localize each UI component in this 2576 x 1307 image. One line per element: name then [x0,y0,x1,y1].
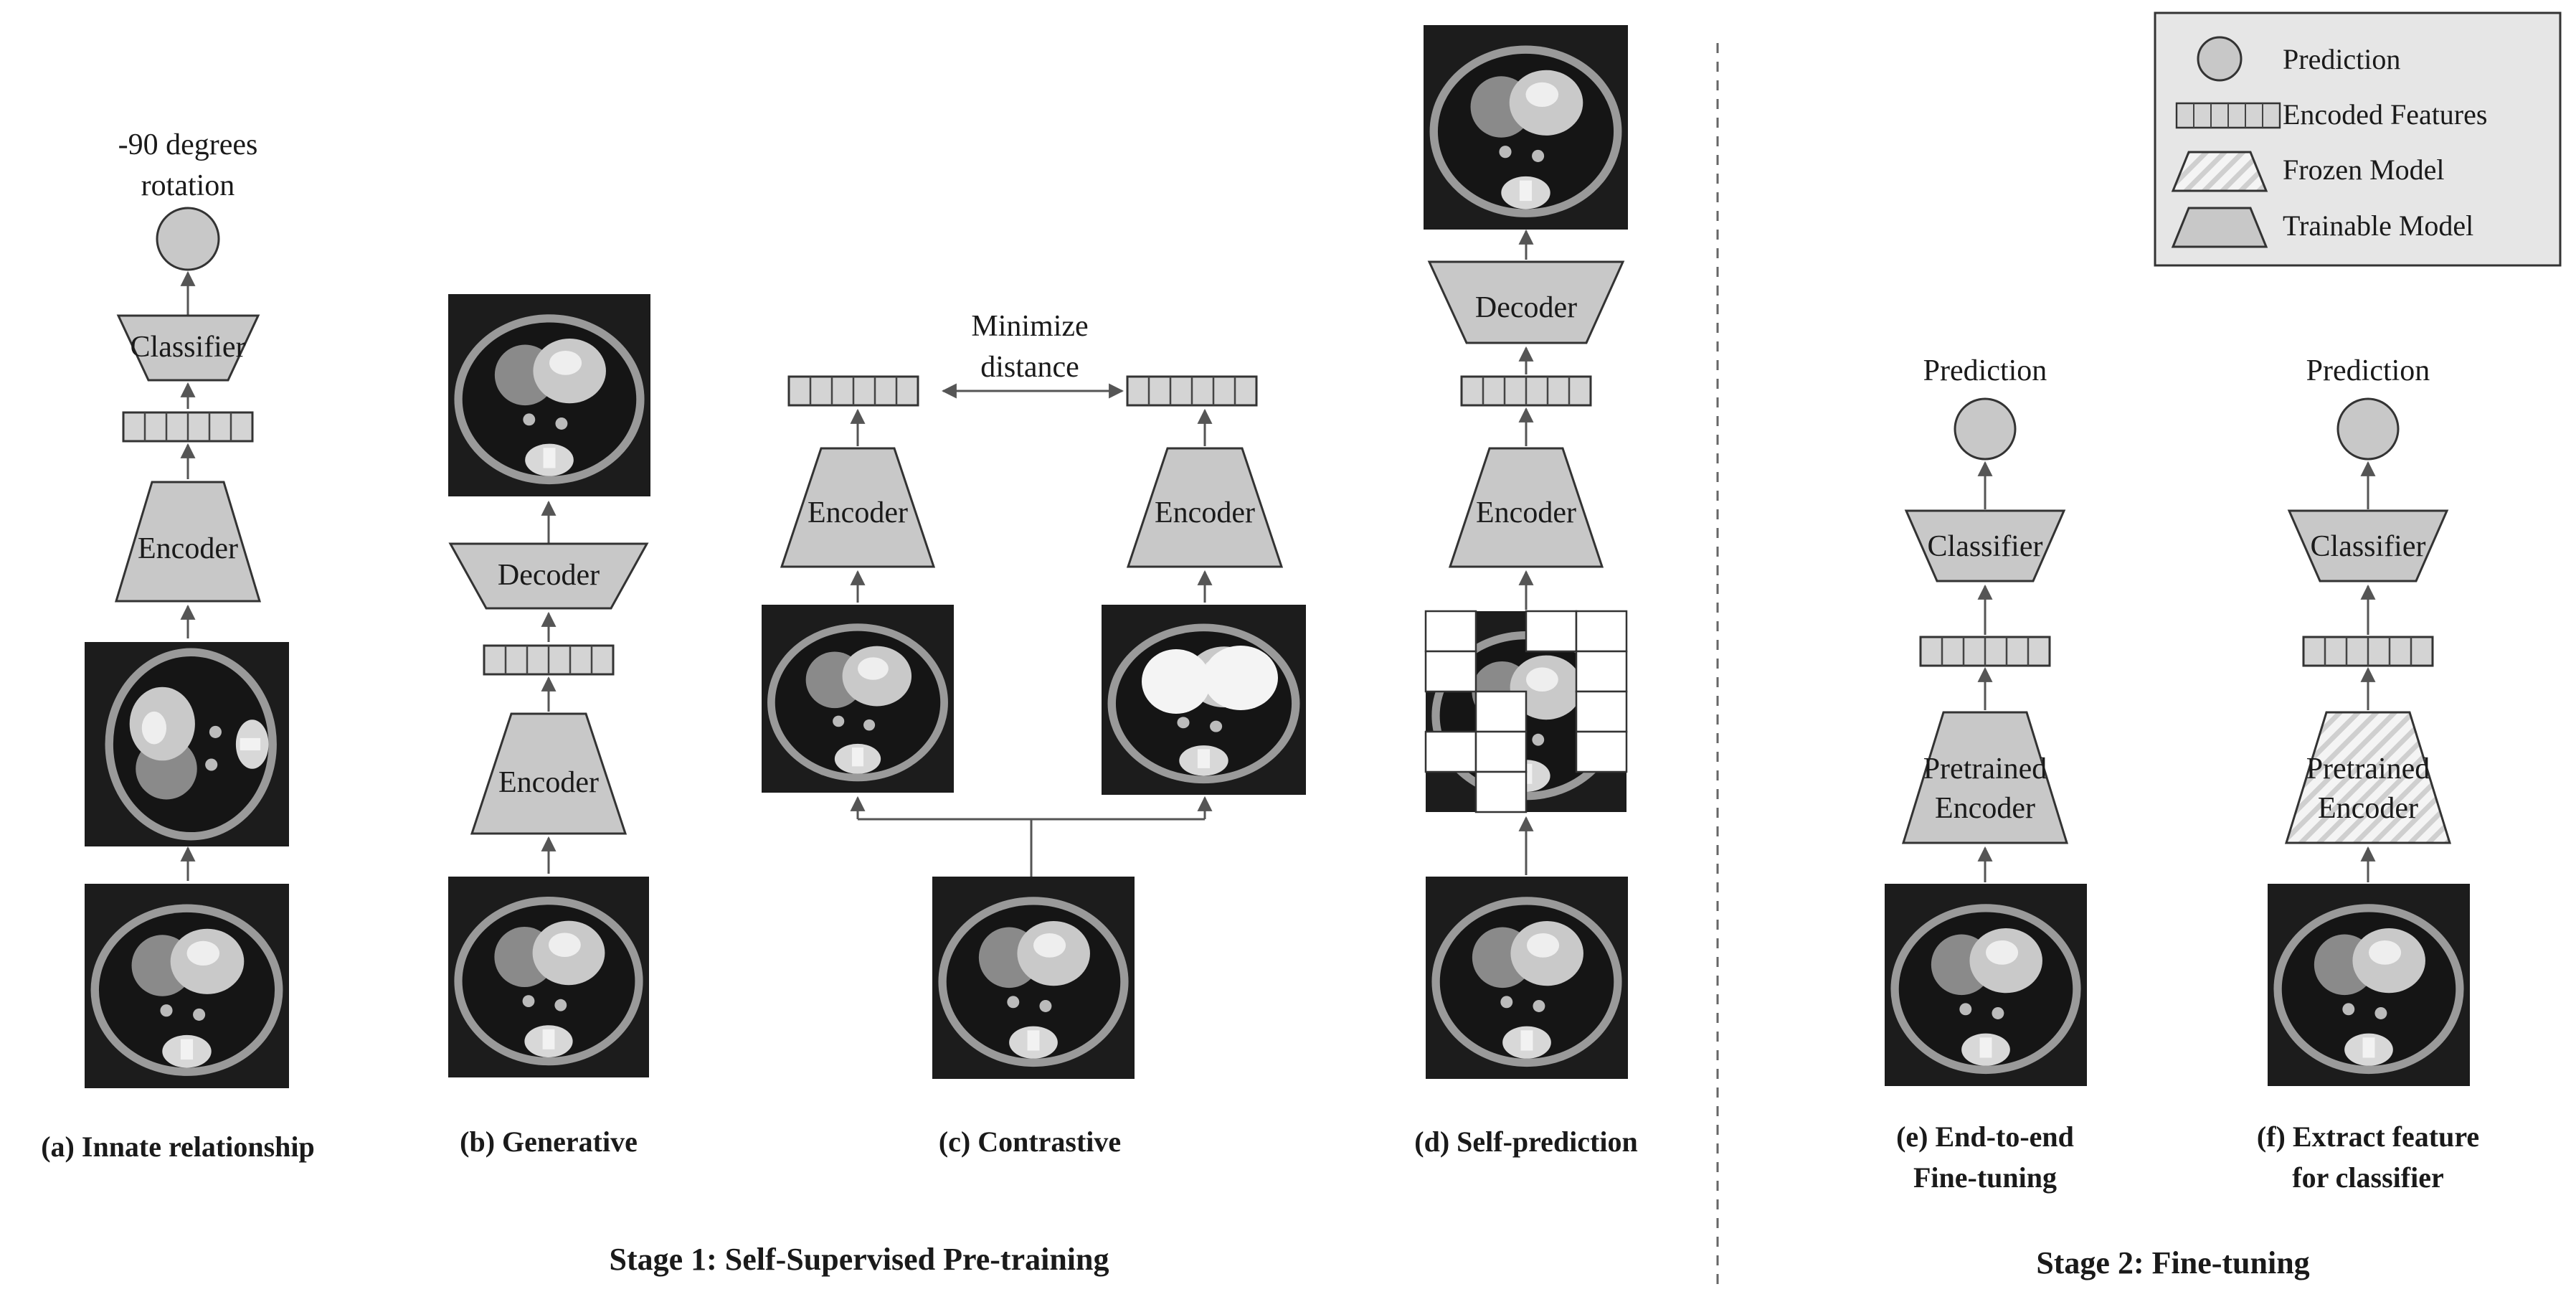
legend: Prediction Encoded Features Frozen Model… [2154,11,2562,267]
ct-image-input-c [932,877,1135,1079]
encoded-features-a [122,411,254,443]
encoder-a-label: Encoder [138,532,238,565]
ct-image-rotated [85,642,290,846]
classifier-e-label: Classifier [1928,530,2043,563]
pretrained-e-line1: Pretrained [1923,752,2047,785]
encoded-features-d [1460,375,1592,407]
minimize-label-line2: distance [980,351,1079,384]
ct-image-output-b [448,294,650,496]
encoder-b [470,712,628,835]
stage2-title: Stage 2: Fine-tuning [2036,1245,2309,1280]
classifier-f-label: Classifier [2311,530,2426,563]
classifier-e [1904,509,2066,582]
caption-a: (a) Innate relationship [41,1131,315,1163]
classifier-a [116,314,260,382]
panel-d: Decoder Encoder (d) Self-pr [1414,25,1638,1158]
caption-b: (b) Generative [460,1126,638,1158]
decoder-b-label: Decoder [498,559,600,592]
panel-f: Prediction Classifier Pretrained Encoder… [2257,354,2479,1194]
encoder-a [114,481,262,603]
ct-image-reconstructed [1424,25,1628,230]
prediction-circle-a [156,207,220,271]
encoded-features-b [483,644,615,676]
pretrained-f-line2: Encoder [2318,792,2418,825]
encoder-d [1448,447,1604,568]
encoder-c-left [780,447,936,568]
ct-image-input-d [1426,877,1628,1079]
stage1-title: Stage 1: Self-Supervised Pre-training [609,1242,1109,1277]
panel-a: -90 degrees rotation Classifier Encoder … [41,128,315,1163]
panel-b: Decoder Encoder (b) Generative [448,294,650,1158]
caption-d: (d) Self-prediction [1414,1126,1637,1158]
caption-e-line2: Fine-tuning [1913,1161,2057,1194]
pretrained-f-line1: Pretrained [2306,752,2430,785]
prediction-e-label: Prediction [1923,354,2047,387]
decoder-b [448,542,649,610]
caption-e-line1: (e) End-to-end [1896,1120,2074,1153]
prediction-circle-e [1954,397,2017,461]
rotation-label-line2: rotation [141,169,235,202]
classifier-a-label: Classifier [131,331,246,364]
minimize-label-line1: Minimize [971,310,1088,343]
circle-icon [2197,36,2243,82]
encoder-d-label: Encoder [1476,496,1576,529]
ct-image-input-b [448,877,649,1077]
legend-item-encoded-features: Encoded Features [2283,98,2487,131]
encoded-features-c-left [787,375,919,407]
classifier-f [2287,509,2449,582]
legend-item-frozen-model: Frozen Model [2283,154,2445,186]
pretrained-encoder-e [1901,711,2069,844]
masked-ct-image [1424,610,1628,813]
legend-item-trainable-model: Trainable Model [2283,209,2473,242]
encoder-c-left-label: Encoder [808,496,908,529]
frozen-pretrained-encoder-f [2284,711,2452,844]
encoded-features-f [2302,636,2434,667]
ct-image-augmented-2 [1102,605,1306,795]
encoder-c-right [1126,447,1284,568]
rotation-label-line1: -90 degrees [118,128,258,161]
encoder-b-label: Encoder [498,766,599,799]
caption-c: (c) Contrastive [939,1126,1121,1158]
legend-item-prediction: Prediction [2283,43,2400,75]
hatched-trapezoid-icon [2171,151,2268,192]
encoded-features-e [1919,636,2051,667]
feature-vector-icon [2175,102,2281,129]
pretrained-e-line2: Encoder [1935,792,2035,825]
panel-e: Prediction Classifier Pretrained Encoder… [1885,354,2087,1194]
encoded-features-c-right [1126,375,1258,407]
ct-image-input-a [85,884,289,1088]
prediction-f-label: Prediction [2306,354,2430,387]
ct-image-input-e [1885,884,2087,1086]
trapezoid-icon [2171,207,2268,248]
prediction-circle-f [2336,397,2400,461]
panel-c: Minimize distance Encoder Encoder (c) Co… [762,310,1306,1158]
encoder-c-right-label: Encoder [1155,496,1255,529]
decoder-d [1427,260,1625,344]
ct-image-input-f [2268,884,2470,1086]
ct-image-augmented-1 [762,605,954,793]
caption-f-line2: for classifier [2292,1161,2443,1194]
decoder-d-label: Decoder [1475,291,1577,324]
caption-f-line1: (f) Extract feature [2257,1120,2479,1153]
